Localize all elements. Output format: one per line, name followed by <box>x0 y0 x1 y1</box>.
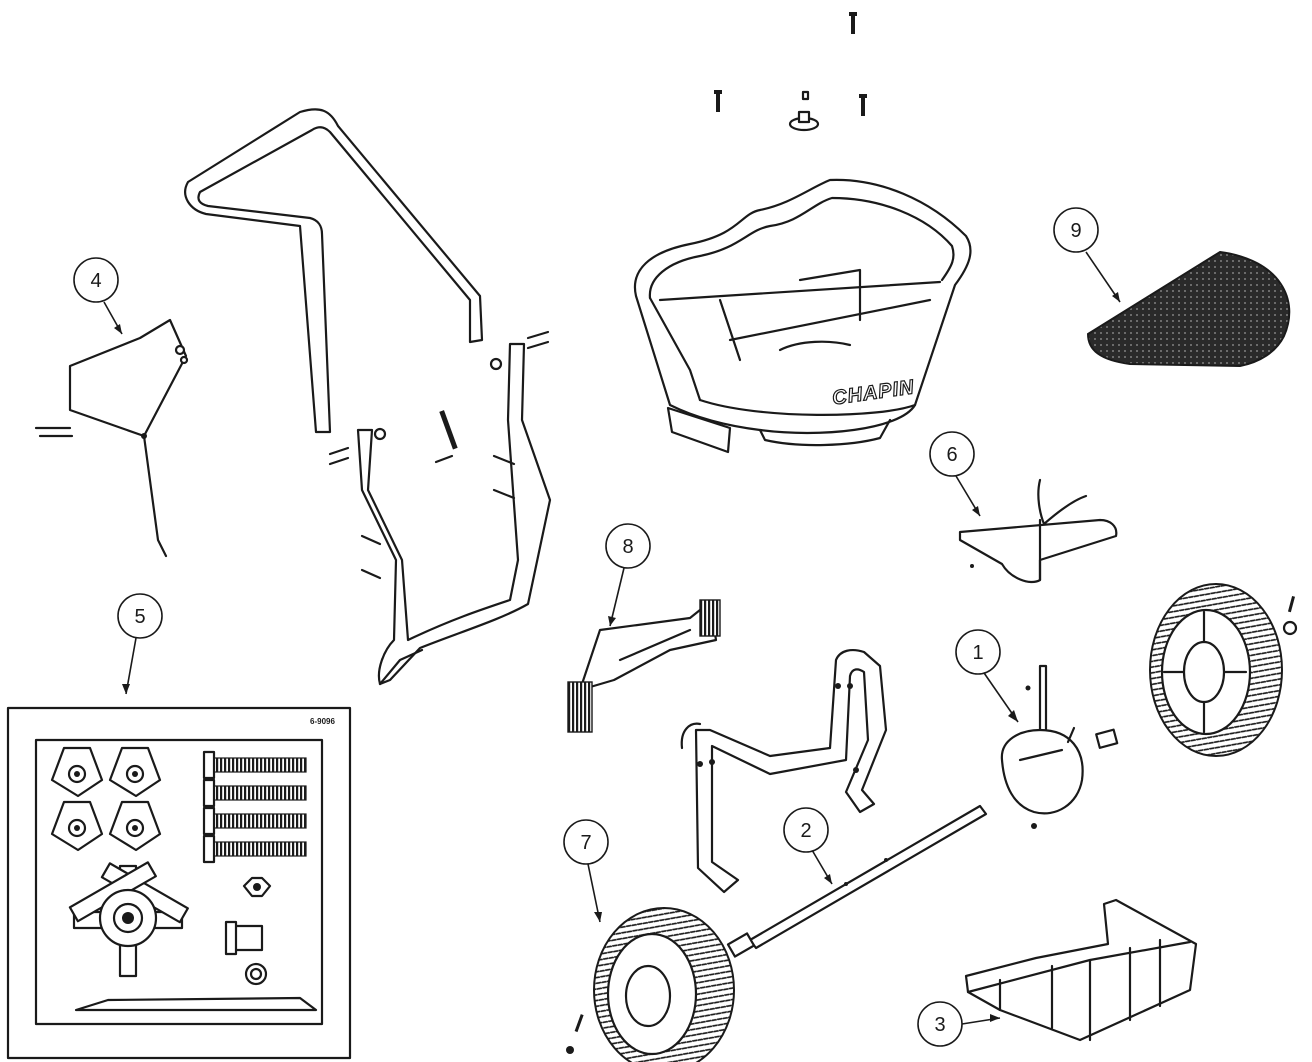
hopper: CHAPIN <box>633 178 972 454</box>
callout-label-1: 1 <box>972 642 983 664</box>
handle-bolts <box>328 330 550 580</box>
callout-9: 9 <box>1053 207 1121 303</box>
hardware-kit-part-5: 6-9096 <box>6 706 352 1060</box>
callout-3: 3 <box>917 1001 1001 1047</box>
wheel-left-part-7 <box>566 907 735 1062</box>
callout-7: 7 <box>563 819 609 923</box>
axle-part-2 <box>726 804 988 958</box>
deflector-part-4 <box>34 318 189 558</box>
kit-part-code: 6-9096 <box>310 717 335 726</box>
gearbox-part-1 <box>1000 664 1119 829</box>
callout-label-6: 6 <box>946 444 957 466</box>
callout-label-7: 7 <box>580 832 591 854</box>
callout-1: 1 <box>955 629 1019 723</box>
callout-8: 8 <box>605 523 651 627</box>
handle-upper <box>184 108 484 434</box>
linkage-part-8 <box>567 599 721 733</box>
callout-6: 6 <box>929 431 981 517</box>
agitator-part-6 <box>958 478 1118 584</box>
callout-5: 5 <box>117 593 163 695</box>
callout-label-4: 4 <box>90 270 101 292</box>
cover-part-9 <box>1086 250 1291 368</box>
callout-label-9: 9 <box>1070 220 1081 242</box>
frame <box>680 649 888 894</box>
callout-label-5: 5 <box>134 606 145 628</box>
hopper-hardware <box>714 12 867 132</box>
callout-label-3: 3 <box>934 1014 945 1036</box>
callout-4: 4 <box>73 257 123 335</box>
handle-lower <box>356 342 552 686</box>
callout-label-2: 2 <box>800 820 811 842</box>
callout-2: 2 <box>783 807 833 885</box>
callout-label-8: 8 <box>622 536 633 558</box>
base-tray-part-3 <box>964 898 1198 1042</box>
wheel-right <box>1149 583 1298 757</box>
